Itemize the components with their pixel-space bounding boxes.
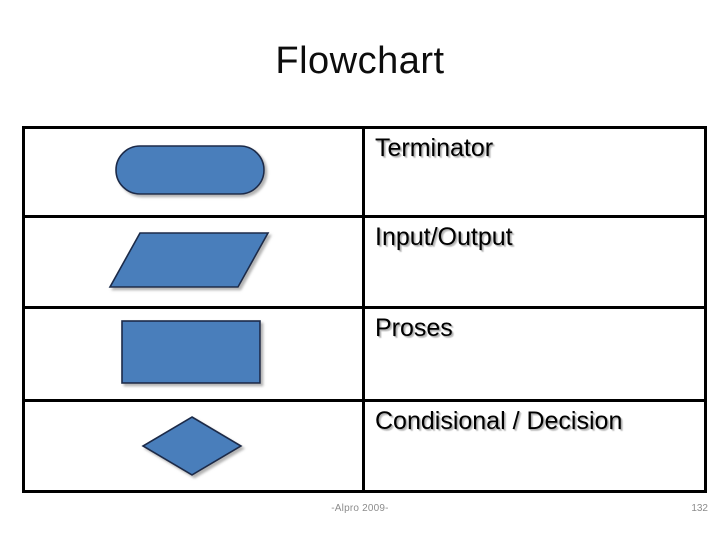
- page-title: Flowchart: [275, 40, 445, 82]
- table-row: Proses: [22, 306, 707, 402]
- flowchart-symbol-table: Terminator Input/Outpu: [22, 126, 707, 493]
- label-cell-process: Proses: [362, 306, 707, 402]
- table-row: Condisional / Decision: [22, 399, 707, 493]
- shape-cell-decision: [22, 399, 365, 493]
- table-row: Terminator: [22, 126, 707, 218]
- shape-label: Terminator: [375, 134, 494, 162]
- shape-label: Input/Output: [375, 223, 513, 251]
- decision-shape-icon: [25, 402, 362, 490]
- label-cell-terminator: Terminator: [362, 126, 707, 218]
- table-row: Input/Output: [22, 215, 707, 309]
- shape-cell-input-output: [22, 215, 365, 309]
- process-shape-icon: [25, 309, 362, 399]
- footer-note: -Alpro 2009-: [331, 503, 389, 514]
- page-number: 132: [691, 503, 708, 514]
- label-cell-input-output: Input/Output: [362, 215, 707, 309]
- shape-label: Proses: [375, 314, 453, 342]
- shape-label: Condisional / Decision: [375, 407, 623, 435]
- shape-cell-process: [22, 306, 365, 402]
- label-cell-decision: Condisional / Decision: [362, 399, 707, 493]
- terminator-shape-icon: [25, 129, 362, 215]
- input-output-shape-icon: [25, 218, 362, 306]
- shape-cell-terminator: [22, 126, 365, 218]
